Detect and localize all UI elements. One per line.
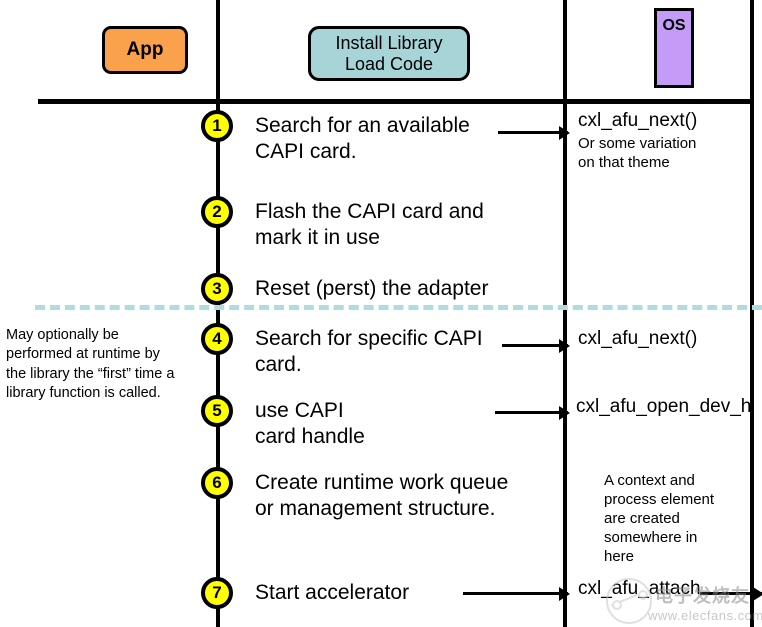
step-number-5: 5	[212, 401, 222, 420]
step-marker-1[interactable]: 1	[201, 110, 233, 142]
call-arrow-4	[502, 339, 570, 353]
os-note-6: A context and process element are create…	[604, 472, 715, 565]
step-marker-6[interactable]: 6	[201, 467, 233, 499]
step-marker-2[interactable]: 2	[201, 196, 233, 228]
lifeline-app	[216, 0, 220, 627]
left-side-note: May optionally be performed at runtime b…	[6, 327, 175, 401]
actor-library-box[interactable]: Install Library Load Code	[308, 26, 470, 81]
actor-library-label: Install Library Load Code	[335, 32, 443, 74]
step-text-6: Create runtime work queue or management …	[255, 471, 509, 520]
step-text-3: Reset (perst) the adapter	[255, 277, 489, 300]
step-number-6: 6	[212, 473, 222, 492]
lifeline-right-border	[750, 0, 754, 627]
call-arrow-7-continuation	[700, 587, 762, 601]
header-divider	[38, 99, 752, 104]
os-call-7: cxl_afu_attach	[578, 578, 701, 599]
step-number-1: 1	[212, 116, 222, 135]
actor-app-label: App	[126, 39, 164, 61]
watermark-url-text: www.elecfans.com	[648, 608, 762, 623]
step-text-4: Search for specific CAPI card.	[255, 327, 483, 376]
step-number-4: 4	[212, 329, 222, 348]
os-call-5: cxl_afu_open_dev_h	[576, 396, 752, 417]
step-number-7: 7	[212, 583, 222, 602]
step-marker-3[interactable]: 3	[201, 273, 233, 305]
lifeline-os-left	[563, 0, 567, 627]
step-text-7: Start accelerator	[255, 581, 410, 604]
step-marker-7[interactable]: 7	[201, 577, 233, 609]
step-text-2: Flash the CAPI card and mark it in use	[255, 200, 484, 249]
step-number-2: 2	[212, 202, 222, 221]
os-call-1: cxl_afu_next()	[578, 110, 698, 131]
watermark-dot-icon	[612, 600, 622, 610]
call-arrow-7	[463, 587, 570, 601]
actor-app-box[interactable]: App	[102, 26, 188, 74]
os-call-4: cxl_afu_next()	[578, 328, 698, 349]
step-marker-4[interactable]: 4	[201, 323, 233, 355]
os-note-1: Or some variation on that theme	[578, 135, 697, 171]
step-number-3: 3	[212, 279, 222, 298]
call-arrow-5	[495, 406, 570, 420]
step-marker-5[interactable]: 5	[201, 395, 233, 427]
step-text-1: Search for an available CAPI card.	[255, 114, 470, 163]
call-arrow-1	[498, 126, 570, 140]
actor-os-label: OS	[662, 17, 686, 34]
phase-divider-dashed	[35, 305, 762, 310]
actor-os-box[interactable]: OS	[654, 8, 694, 88]
step-text-5: use CAPI card handle	[255, 399, 365, 448]
